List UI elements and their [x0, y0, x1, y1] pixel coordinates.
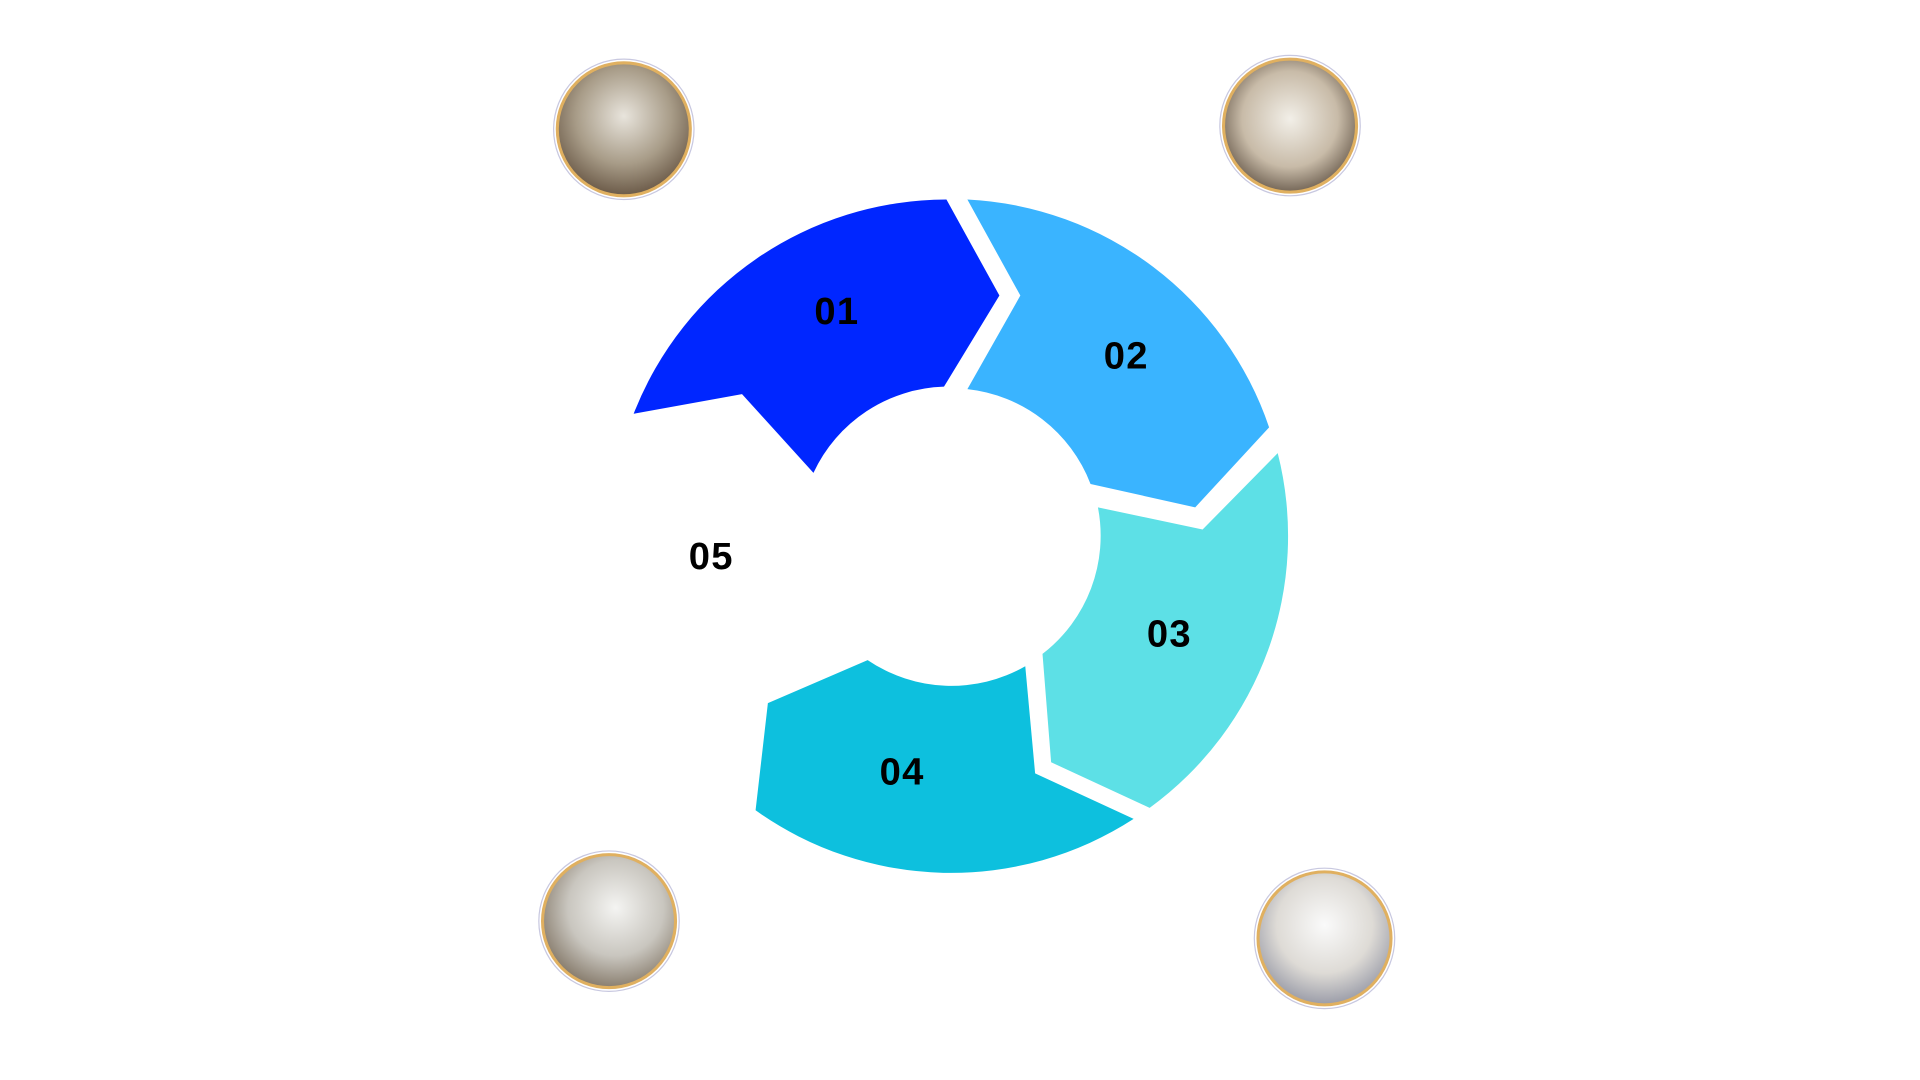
kitchen-photo [1219, 54, 1361, 197]
segment-label-03: 03 [1147, 613, 1192, 656]
segment-02 [967, 199, 1270, 508]
master-bedroom-photo [1253, 867, 1396, 1010]
segment-label-05: 05 [689, 535, 734, 578]
segment-01 [633, 199, 1000, 473]
segment-label-01: 01 [814, 290, 859, 333]
bunk-bedroom-photo [552, 58, 695, 201]
segment-label-02: 02 [1104, 334, 1149, 377]
segment-04 [755, 660, 1134, 873]
segment-label-04: 04 [880, 751, 925, 794]
segment-03 [1042, 453, 1289, 808]
gym-room-photo [538, 850, 680, 992]
